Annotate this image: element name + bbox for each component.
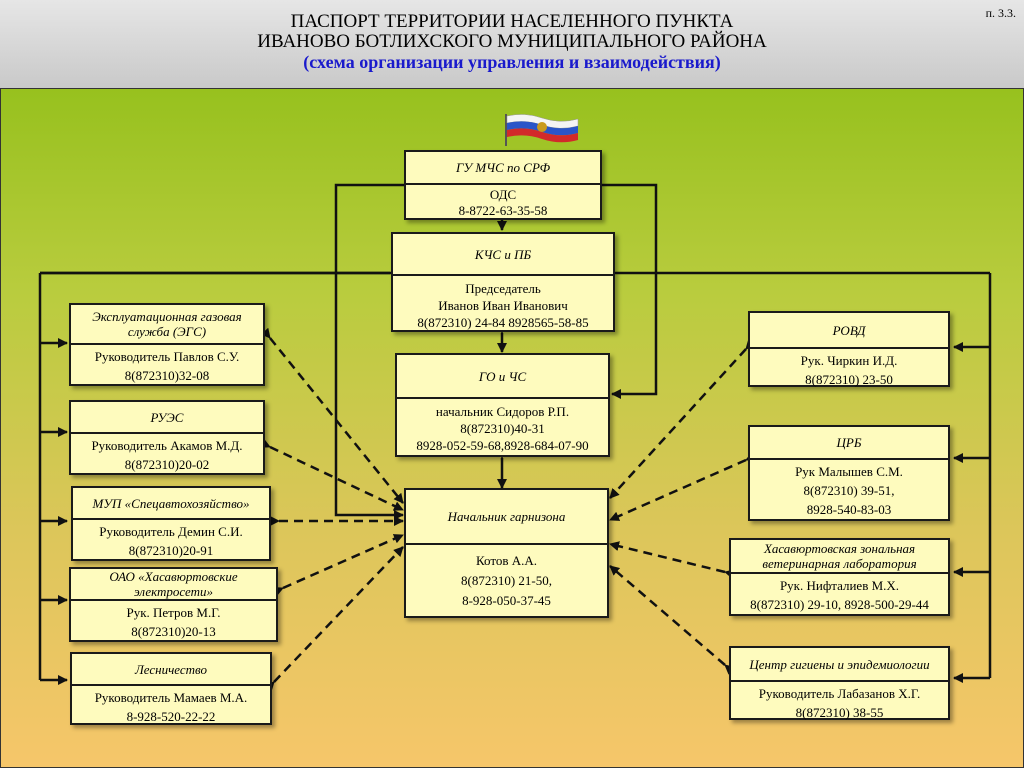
box-rovd-title: РОВД bbox=[750, 313, 948, 349]
box-kchs-title: КЧС и ПБ bbox=[393, 234, 613, 276]
box-oao-title: ОАО «Хасавюртовские электросети» bbox=[71, 569, 276, 601]
box-vet-line1: Рук. Нифталиев М.Х. bbox=[779, 578, 900, 593]
box-oao-line2: 8(872310)20-13 bbox=[131, 624, 216, 639]
box-hyg: Центр гигиены и эпидемиологии Руководите… bbox=[729, 646, 950, 720]
box-ruas-line2: 8(872310)20-02 bbox=[124, 457, 210, 472]
box-kchs-line2: Иванов Иван Иванович bbox=[438, 298, 568, 313]
box-ruas-line1: Руководитель Акамов М.Д. bbox=[91, 438, 243, 453]
box-hyg-title: Центр гигиены и эпидемиологии bbox=[731, 648, 948, 682]
box-egs-title: Эксплуатационная газовая служба (ЭГС) bbox=[71, 305, 263, 345]
box-oao: ОАО «Хасавюртовские электросети» Рук. Пе… bbox=[69, 567, 278, 642]
interaction-vet bbox=[609, 541, 735, 579]
box-gochs-title: ГО и ЧС bbox=[397, 355, 608, 399]
interaction-rovd bbox=[609, 338, 756, 499]
box-mup: МУП «Спецавтохозяйство» Руководитель Дем… bbox=[71, 486, 271, 561]
box-oao-line1: Рук. Петров М.Г. bbox=[126, 605, 221, 620]
box-rovd: РОВД Рук. Чиркин И.Д. 8(872310) 23-50 bbox=[748, 311, 950, 387]
box-vet: Хасавюртовская зональная ветеринарная ла… bbox=[729, 538, 950, 616]
box-hyg-line1: Руководитель Лабазанов Х.Г. bbox=[758, 686, 921, 701]
box-forest-line2: 8-928-520-22-22 bbox=[126, 709, 216, 724]
box-vet-title: Хасавюртовская зональная ветеринарная ла… bbox=[731, 540, 948, 574]
box-forest: Лесничество Руководитель Мамаев М.А. 8-9… bbox=[70, 652, 272, 725]
box-mup-line1: Руководитель Демин С.И. bbox=[99, 524, 243, 539]
russian-flag-icon bbox=[505, 114, 579, 146]
box-forest-line1: Руководитель Мамаев М.А. bbox=[94, 690, 248, 705]
box-ruas: РУЭС Руководитель Акамов М.Д. 8(872310)2… bbox=[69, 400, 265, 475]
box-egs-line1: Руководитель Павлов С.У. bbox=[94, 349, 240, 364]
box-mchs: ГУ МЧС по СРФ ОДС 8-8722-63-35-58 bbox=[404, 150, 602, 220]
box-garrison-line2: 8(872310) 21-50, bbox=[461, 573, 552, 588]
box-crb-line3: 8928-540-83-03 bbox=[806, 502, 892, 517]
box-garrison-line3: 8-928-050-37-45 bbox=[462, 593, 551, 608]
title-line-1: ПАСПОРТ ТЕРРИТОРИИ НАСЕЛЕННОГО ПУНКТА bbox=[290, 11, 734, 32]
box-garrison: Начальник гарнизона Котов А.А. 8(872310)… bbox=[404, 488, 609, 618]
box-mchs-line2: 8-8722-63-35-58 bbox=[458, 203, 548, 218]
box-gochs: ГО и ЧС начальник Сидоров Р.П. 8(872310)… bbox=[395, 353, 610, 457]
box-kchs-line1: Председатель bbox=[465, 281, 541, 296]
page-number: п. 3.3. bbox=[985, 6, 1016, 20]
box-gochs-line2: 8(872310)40-31 bbox=[460, 421, 545, 436]
box-kchs: КЧС и ПБ Председатель Иванов Иван Иванов… bbox=[391, 232, 615, 332]
box-egs: Эксплуатационная газовая служба (ЭГС) Ру… bbox=[69, 303, 265, 386]
box-kchs-line3: 8(872310) 24-84 8928565-58-85 bbox=[417, 315, 589, 330]
box-egs-line2: 8(872310)32-08 bbox=[124, 368, 210, 383]
interaction-crb bbox=[609, 451, 757, 522]
box-crb-title: ЦРБ bbox=[750, 427, 948, 460]
box-mup-line2: 8(872310)20-91 bbox=[128, 543, 214, 558]
box-mchs-line1: ОДС bbox=[489, 187, 517, 202]
box-mup-title: МУП «Спецавтохозяйство» bbox=[73, 488, 269, 520]
interaction-forest bbox=[264, 546, 404, 692]
box-ruas-title: РУЭС bbox=[71, 402, 263, 434]
box-crb: ЦРБ Рук Малышев С.М. 8(872310) 39-51, 89… bbox=[748, 425, 950, 521]
subtitle: (схема организации управления и взаимоде… bbox=[303, 52, 721, 72]
box-hyg-line2: 8(872310) 38-55 bbox=[795, 705, 884, 720]
box-crb-line1: Рук Малышев С.М. bbox=[795, 464, 903, 479]
box-garrison-title: Начальник гарнизона bbox=[406, 490, 607, 545]
box-vet-line2: 8(872310) 29-10, 8928-500-29-44 bbox=[750, 597, 929, 612]
interaction-egs bbox=[260, 327, 404, 504]
box-forest-title: Лесничество bbox=[72, 654, 270, 686]
interaction-oao bbox=[272, 533, 404, 597]
title-line-2: ИВАНОВО БОТЛИХСКОГО МУНИЦИПАЛЬНОГО РАЙОН… bbox=[257, 31, 767, 52]
interaction-hyg bbox=[609, 565, 736, 675]
box-rovd-line2: 8(872310) 23-50 bbox=[805, 372, 893, 387]
header: п. 3.3. ПАСПОРТ ТЕРРИТОРИИ НАСЕЛЕННОГО П… bbox=[0, 0, 1024, 90]
interaction-ruas bbox=[259, 438, 404, 512]
box-garrison-line1: Котов А.А. bbox=[475, 553, 538, 568]
box-rovd-line1: Рук. Чиркин И.Д. bbox=[800, 353, 898, 368]
box-gochs-line3: 8928-052-59-68,8928-684-07-90 bbox=[416, 438, 589, 453]
box-crb-line2: 8(872310) 39-51, bbox=[803, 483, 895, 498]
box-mchs-title: ГУ МЧС по СРФ bbox=[406, 152, 600, 185]
box-gochs-line1: начальник Сидоров Р.П. bbox=[435, 404, 570, 419]
